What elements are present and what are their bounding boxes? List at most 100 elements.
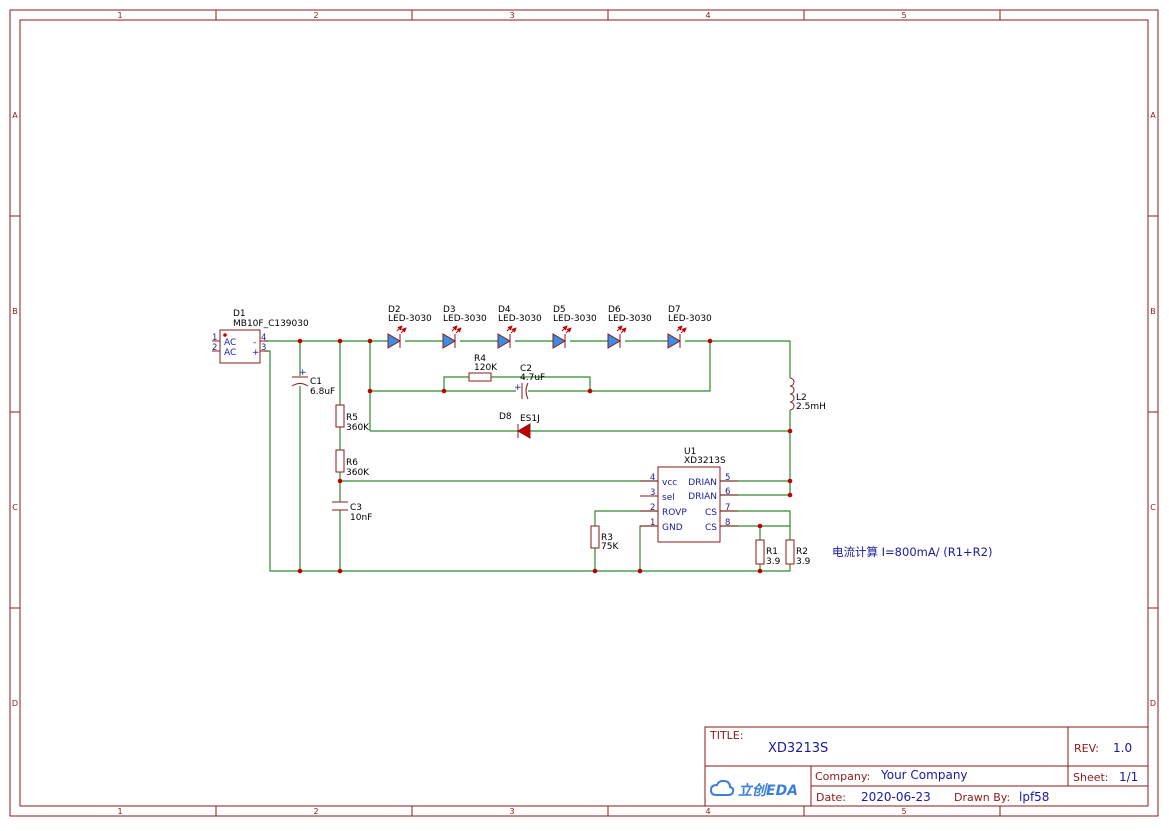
- led-d2[interactable]: D2 LED-3030: [387, 305, 432, 349]
- c1-value: 6.8uF: [310, 387, 335, 397]
- u1-pin5-name: DRIAN: [688, 478, 717, 488]
- led-d5-value: LED-3030: [553, 314, 597, 324]
- sheet-value: 1/1: [1119, 770, 1138, 784]
- capacitor-c2[interactable]: + C2 4.7uF: [514, 364, 545, 400]
- u1-pin7-num: 7: [725, 503, 730, 513]
- u1-pin1-num: 1: [650, 518, 655, 528]
- resistor-r4[interactable]: R4 120K: [468, 354, 498, 382]
- u1-pin8-name: CS: [705, 523, 717, 533]
- r3-ref: R3: [601, 533, 613, 543]
- col-label-4-bottom: 4: [705, 807, 710, 816]
- c2-ref: C2: [520, 364, 532, 374]
- d1-pin3: 3: [261, 343, 266, 353]
- led-d4-value: LED-3030: [498, 314, 542, 324]
- row-label-a: A: [12, 111, 18, 120]
- d8-ref: D8: [499, 412, 512, 422]
- d1-pin2: 2: [212, 343, 217, 353]
- resistor-r1[interactable]: R1 3.9: [755, 539, 781, 567]
- r2-value: 3.9: [796, 557, 811, 567]
- resistor-r2[interactable]: R2 3.9: [785, 539, 811, 567]
- l2-value: 2.5mH: [796, 402, 826, 412]
- d1-pin4: 4: [261, 333, 266, 343]
- u1-pin4-num: 4: [650, 473, 655, 483]
- r1-ref: R1: [766, 547, 778, 557]
- led-d4[interactable]: D4 LED-3030: [497, 305, 542, 349]
- d8-value: ES1J: [520, 414, 540, 424]
- u1-pin4-name: vcc: [662, 478, 677, 488]
- r5-value: 360K: [346, 423, 370, 433]
- inductor-l2[interactable]: L2 2.5mH: [789, 377, 826, 412]
- led-d7-value: LED-3030: [668, 314, 712, 324]
- drawn-by-label: Drawn By:: [954, 791, 1010, 804]
- row-label-c: C: [12, 503, 18, 512]
- led-d3[interactable]: D3 LED-3030: [442, 305, 487, 349]
- u1-pin5-num: 5: [725, 473, 730, 483]
- resistor-r6[interactable]: R6 360K: [335, 449, 370, 478]
- u1-value: XD3213S: [684, 456, 726, 466]
- d1-pin1: 1: [212, 333, 217, 343]
- u1-pin3-name: sel: [662, 493, 675, 503]
- col-label-2-bottom: 2: [313, 807, 318, 816]
- easyeda-logo: 立创EDA: [709, 779, 798, 799]
- drawing-frame: 1 2 3 4 5 1 2 3 4 5 A B C D A B C D: [9, 9, 1159, 817]
- c3-ref: C3: [350, 503, 362, 513]
- resistor-r5[interactable]: R5 360K: [335, 404, 370, 433]
- c3-value: 10nF: [350, 513, 372, 523]
- capacitor-c1[interactable]: + C1 6.8uF: [291, 368, 335, 397]
- led-d2-ref: D2: [388, 305, 401, 315]
- col-label-1-bottom: 1: [117, 807, 122, 816]
- d1-minus-label: -: [253, 338, 256, 348]
- led-d6[interactable]: D6 LED-3030: [607, 305, 652, 349]
- title-block: TITLE: XD3213S REV: 1.0 Company: Your Co…: [704, 726, 1149, 807]
- led-d2-value: LED-3030: [388, 314, 432, 324]
- col-label-4: 4: [705, 11, 710, 20]
- u1-pin3-num: 3: [650, 488, 655, 498]
- col-label-5: 5: [901, 11, 906, 20]
- r5-ref: R5: [346, 413, 358, 423]
- r1-value: 3.9: [766, 557, 781, 567]
- led-d5[interactable]: D5 LED-3030: [552, 305, 597, 349]
- col-label-1: 1: [117, 11, 122, 20]
- led-d3-ref: D3: [443, 305, 456, 315]
- led-d7-ref: D7: [668, 305, 681, 315]
- d1-plus-label: +: [252, 348, 260, 358]
- d1-value: MB10F_C139030: [233, 319, 309, 329]
- capacitor-c3[interactable]: C3 10nF: [332, 501, 372, 523]
- r4-value: 120K: [474, 363, 498, 373]
- row-label-d-right: D: [1150, 699, 1156, 708]
- ic-u1[interactable]: U1 XD3213S vcc sel ROVP GND DRIAN DRIAN …: [640, 447, 738, 543]
- d1-ref: D1: [233, 309, 246, 319]
- drawn-by-value: lpf58: [1019, 790, 1049, 804]
- led-d6-value: LED-3030: [608, 314, 652, 324]
- u1-pin6-name: DRIAN: [688, 492, 717, 502]
- col-label-2: 2: [313, 11, 318, 20]
- led-d4-ref: D4: [498, 305, 511, 315]
- row-label-c-right: C: [1150, 503, 1156, 512]
- r2-ref: R2: [796, 547, 808, 557]
- logo-text: 立创EDA: [738, 782, 798, 799]
- c1-plus-label: +: [299, 368, 307, 378]
- u1-pin7-name: CS: [705, 508, 717, 518]
- row-label-b: B: [12, 307, 18, 316]
- resistor-r3[interactable]: R3 75K: [590, 525, 619, 552]
- u1-pin2-name: ROVP: [662, 508, 687, 518]
- u1-pin2-num: 2: [650, 503, 655, 513]
- bridge-rectifier-d1[interactable]: D1 MB10F_C139030 AC AC - + 1 2 4 3: [212, 309, 309, 364]
- d1-ac1-label: AC: [224, 338, 236, 348]
- diode-d8[interactable]: D8 ES1J: [499, 412, 540, 439]
- c1-ref: C1: [310, 377, 322, 387]
- r4-ref: R4: [474, 354, 486, 364]
- u1-pin6-num: 6: [725, 487, 730, 497]
- company-label: Company:: [815, 770, 870, 783]
- row-label-a-right: A: [1150, 111, 1156, 120]
- r6-value: 360K: [346, 468, 370, 478]
- led-d7[interactable]: D7 LED-3030: [667, 305, 712, 349]
- l2-ref: L2: [796, 393, 807, 403]
- r6-ref: R6: [346, 458, 358, 468]
- title-value: XD3213S: [768, 741, 828, 756]
- col-label-3-bottom: 3: [509, 807, 514, 816]
- date-value: 2020-06-23: [861, 790, 931, 804]
- company-value: Your Company: [880, 768, 968, 782]
